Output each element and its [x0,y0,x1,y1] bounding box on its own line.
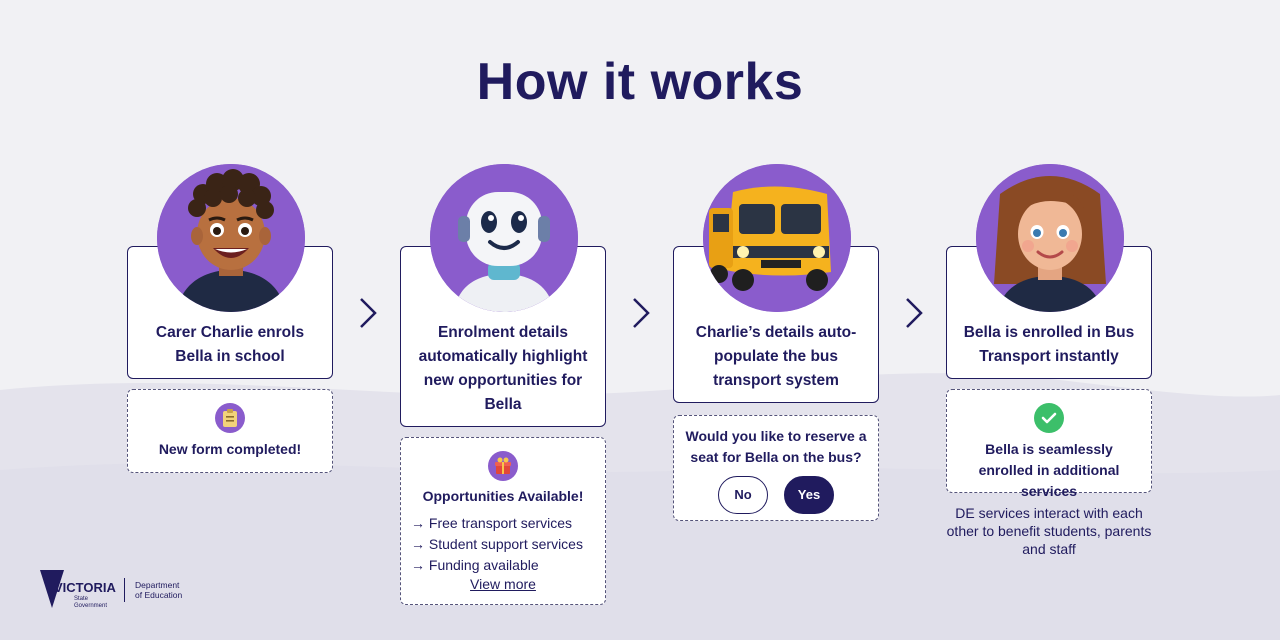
chevron-right-icon [906,298,923,328]
school-bus-avatar [703,164,851,312]
carer-charlie-avatar [157,164,305,312]
bella-avatar [976,164,1124,312]
step-card-text: Charlie’s details auto-populate the bus … [695,324,857,389]
step-card-text: Carer Charlie enrols Bella in school [155,324,305,365]
form-completed-text: New form completed! [158,441,302,457]
opportunities-panel: Opportunities Available! → Free transpor… [400,437,606,605]
reserve-seat-panel: Would you like to reserve a seat for Bel… [673,415,879,521]
logo-brand: VICTORIA [54,580,116,595]
logo-state-line1: State [74,596,89,602]
view-more-link[interactable]: View more [470,576,536,592]
department-name: Department of Education [135,580,182,600]
chevron-right-icon [633,298,650,328]
step-card-text: Enrolment details automatically highligh… [418,324,588,413]
enrolled-text: Bella is seamlessly enrolled in addition… [978,441,1120,499]
list-item: → Student support services [411,536,583,552]
step-card-text: Bella is enrolled in Bus Transport insta… [963,324,1135,365]
enrolled-panel: Bella is seamlessly enrolled in addition… [946,389,1152,499]
page-title: How it works [476,53,804,111]
yes-button[interactable]: Yes [784,476,834,514]
robot-avatar [430,164,578,312]
services-note: DE services interact with each other to … [946,505,1152,557]
no-button[interactable]: No [718,476,768,514]
victoria-triangle-icon: VICTORIA State Government [40,570,116,609]
chevron-right-icon [360,298,377,328]
dept-line1: Department [135,580,180,590]
gift-icon [488,451,518,481]
dept-line2: of Education [135,590,183,600]
logo-divider [124,578,125,602]
form-completed-panel: New form completed! [127,389,333,473]
opportunities-heading: Opportunities Available! [422,488,584,504]
list-item: → Free transport services [411,515,573,531]
check-circle-icon [1034,403,1064,433]
clipboard-icon [215,403,245,433]
opportunities-list: → Free transport services → Student supp… [401,513,605,576]
list-item: → Funding available [411,557,539,573]
reserve-seat-question: Would you like to reserve a seat for Bel… [685,428,867,465]
victoria-logo: VICTORIA State Government Department of … [40,570,182,610]
logo-state-line2: Government [74,603,107,609]
